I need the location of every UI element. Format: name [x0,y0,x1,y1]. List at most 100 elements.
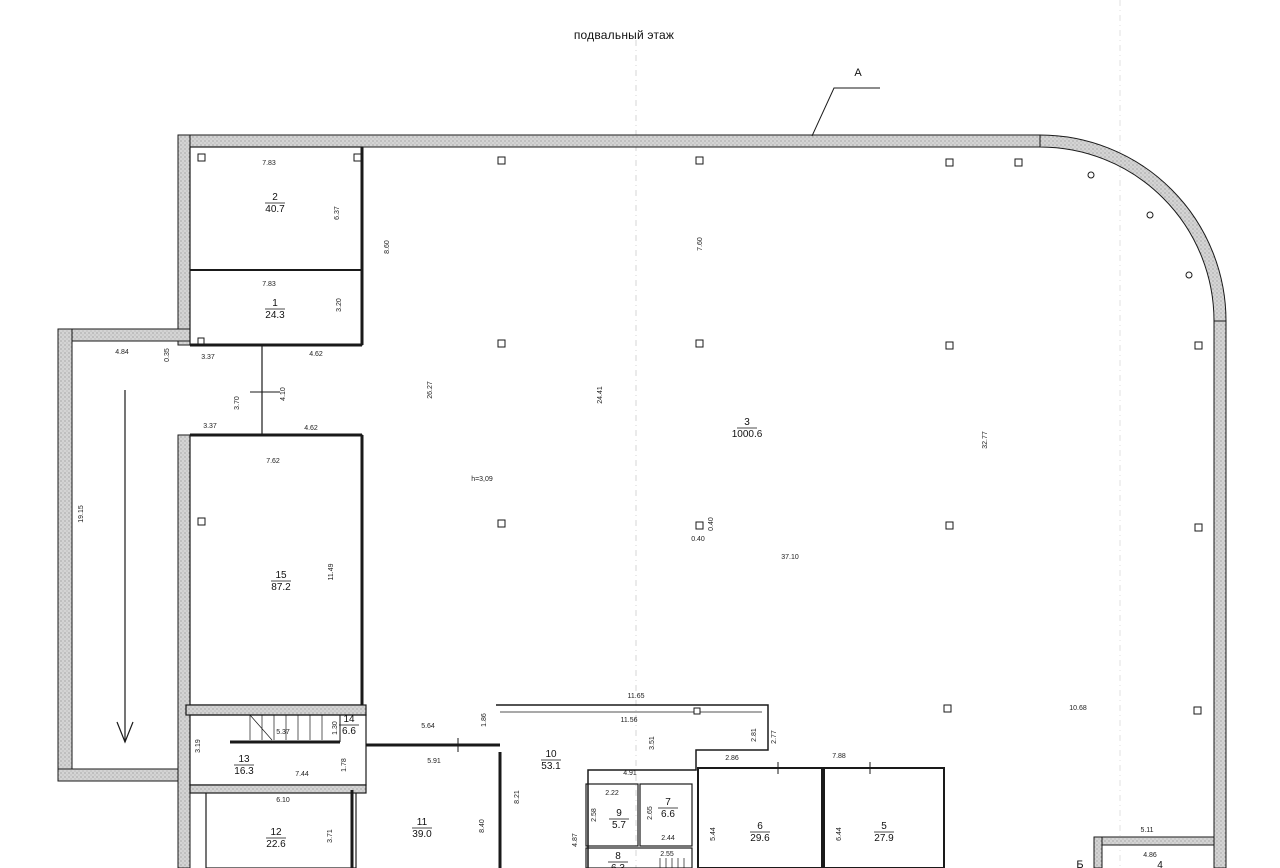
ramp-arrow [116,390,134,744]
columns-round [1087,171,1193,279]
partition-room-5 [823,767,945,868]
dimension-d-37-10: 37.10 [781,554,799,561]
wall-room4-left [1093,836,1103,868]
dimension-d-4-10: 4.10 [280,387,287,401]
room-3-area: 1000.6 [732,429,763,440]
room-2-number: 2 [272,192,278,203]
dimension-d-2-58: 2.58 [591,808,598,822]
room-4-number: 4 [1157,860,1163,868]
room-9-area: 5.7 [612,820,626,831]
column-square [1194,341,1203,350]
room-5-area: 27.9 [874,833,894,844]
column-square [945,158,954,167]
column-square [197,153,206,162]
dimension-d-6-10: 6.10 [276,797,290,804]
column-square [497,156,506,165]
section-marker-a [811,87,880,137]
dimension-d-4-86: 4.86 [1143,852,1157,859]
wall-ramp-top [57,328,191,342]
column-round [1185,271,1193,279]
room-7-area: 6.6 [661,809,675,820]
dimension-d-4-62-b: 4.62 [304,425,318,432]
room-3-number: 3 [744,417,750,428]
room-6-number: 6 [757,821,763,832]
interior-walls [185,146,945,868]
dimension-d-2-77: 2.77 [771,730,778,744]
dimension-d-32-77: 32.77 [982,431,989,449]
dimension-d-0-40-a: 0.40 [708,517,715,531]
dimension-d-7-88: 7.88 [832,753,846,760]
dimension-d-5-64: 5.64 [421,723,435,730]
dimension-d-5-37: 5.37 [276,729,290,736]
room-1-number: 1 [272,298,278,309]
dimension-d-3-37-a: 3.37 [201,354,215,361]
dimension-d-11-56: 11.56 [621,717,638,724]
column-square [943,704,952,713]
dimension-d-2-65: 2.65 [647,806,654,820]
dimension-d-3-20: 3.20 [336,298,343,312]
dimension-d-0-40-b: 0.40 [691,536,705,543]
wall-ramp-left [57,328,73,782]
dimension-d-1-86: 1.86 [481,713,488,727]
dimension-d-24-41: 24.41 [597,386,604,404]
room-10-number: 10 [545,749,557,760]
room-15-number: 15 [275,570,287,581]
dimension-d-5-91: 5.91 [427,758,441,765]
dimension-d-4-91: 4.91 [623,770,637,777]
section-marker-a-label: А [854,67,862,79]
dimension-d-2-81: 2.81 [751,728,758,742]
column-square [945,521,954,530]
dimension-d-26-27: 26.27 [427,381,434,399]
partition-room-6 [697,767,823,868]
column-round [1087,171,1095,179]
dimension-d-3-51: 3.51 [649,736,656,750]
plan-title: подвальный этаж [0,28,1280,42]
dimension-d-5-44: 5.44 [710,827,717,841]
column-square [1194,523,1203,532]
dimension-d-0-35: 0.35 [164,348,171,362]
room-10-area: 53.1 [541,761,561,772]
room-7-number: 7 [665,797,671,808]
room-6-area: 29.6 [750,833,770,844]
column-square [1193,706,1202,715]
dimension-d-8-21: 8.21 [514,790,521,804]
dimension-d-7-83: 7.83 [262,281,276,288]
dimension-d-2-44: 2.44 [661,835,675,842]
dimension-d-8-60: 8.60 [384,240,391,254]
dimension-d-10-68: 10.68 [1069,705,1087,712]
column-square [497,339,506,348]
dimension-d-2-55: 2.55 [660,851,674,858]
dimension-d-1-78: 1.78 [341,758,348,772]
column-round [1146,211,1154,219]
dimension-d-4-62-a: 4.62 [309,351,323,358]
wall-left-upper [177,134,191,346]
column-square [695,339,704,348]
room-8-area: 6.3 [611,863,625,868]
wall-left-lower [177,434,191,868]
room-15-area: 87.2 [271,582,291,593]
dimension-d-11-65: 11.65 [628,693,645,700]
dimension-d-5-11: 5.11 [1140,827,1153,834]
room-12-area: 22.6 [266,839,286,850]
column-square [1014,158,1023,167]
room-9-number: 9 [616,808,622,819]
dimension-d-7-62: 7.62 [266,458,280,465]
column-square [695,521,704,530]
dimension-d-19-15: 19.15 [78,505,85,523]
dimension-d-2-86: 2.86 [725,755,739,762]
dimension-d-4-87: 4.87 [572,833,579,847]
dimension-d-7-44: 7.44 [295,771,309,778]
dimension-d-7-83-top: 7.83 [262,160,276,167]
plan-title-text: подвальный этаж [573,28,675,42]
partition-room-7 [639,783,693,847]
room-13-number: 13 [238,754,250,765]
wall-corner-curve [1039,134,1227,322]
partition-room-8 [585,847,693,868]
exterior-walls [57,134,1227,868]
dimension-d-4-84: 4.84 [115,349,129,356]
room-8-number: 8 [615,851,621,862]
dimension-d-11-49: 11.49 [328,563,335,580]
room-5-number: 5 [881,821,887,832]
dimension-d-7-60: 7.60 [697,237,704,251]
